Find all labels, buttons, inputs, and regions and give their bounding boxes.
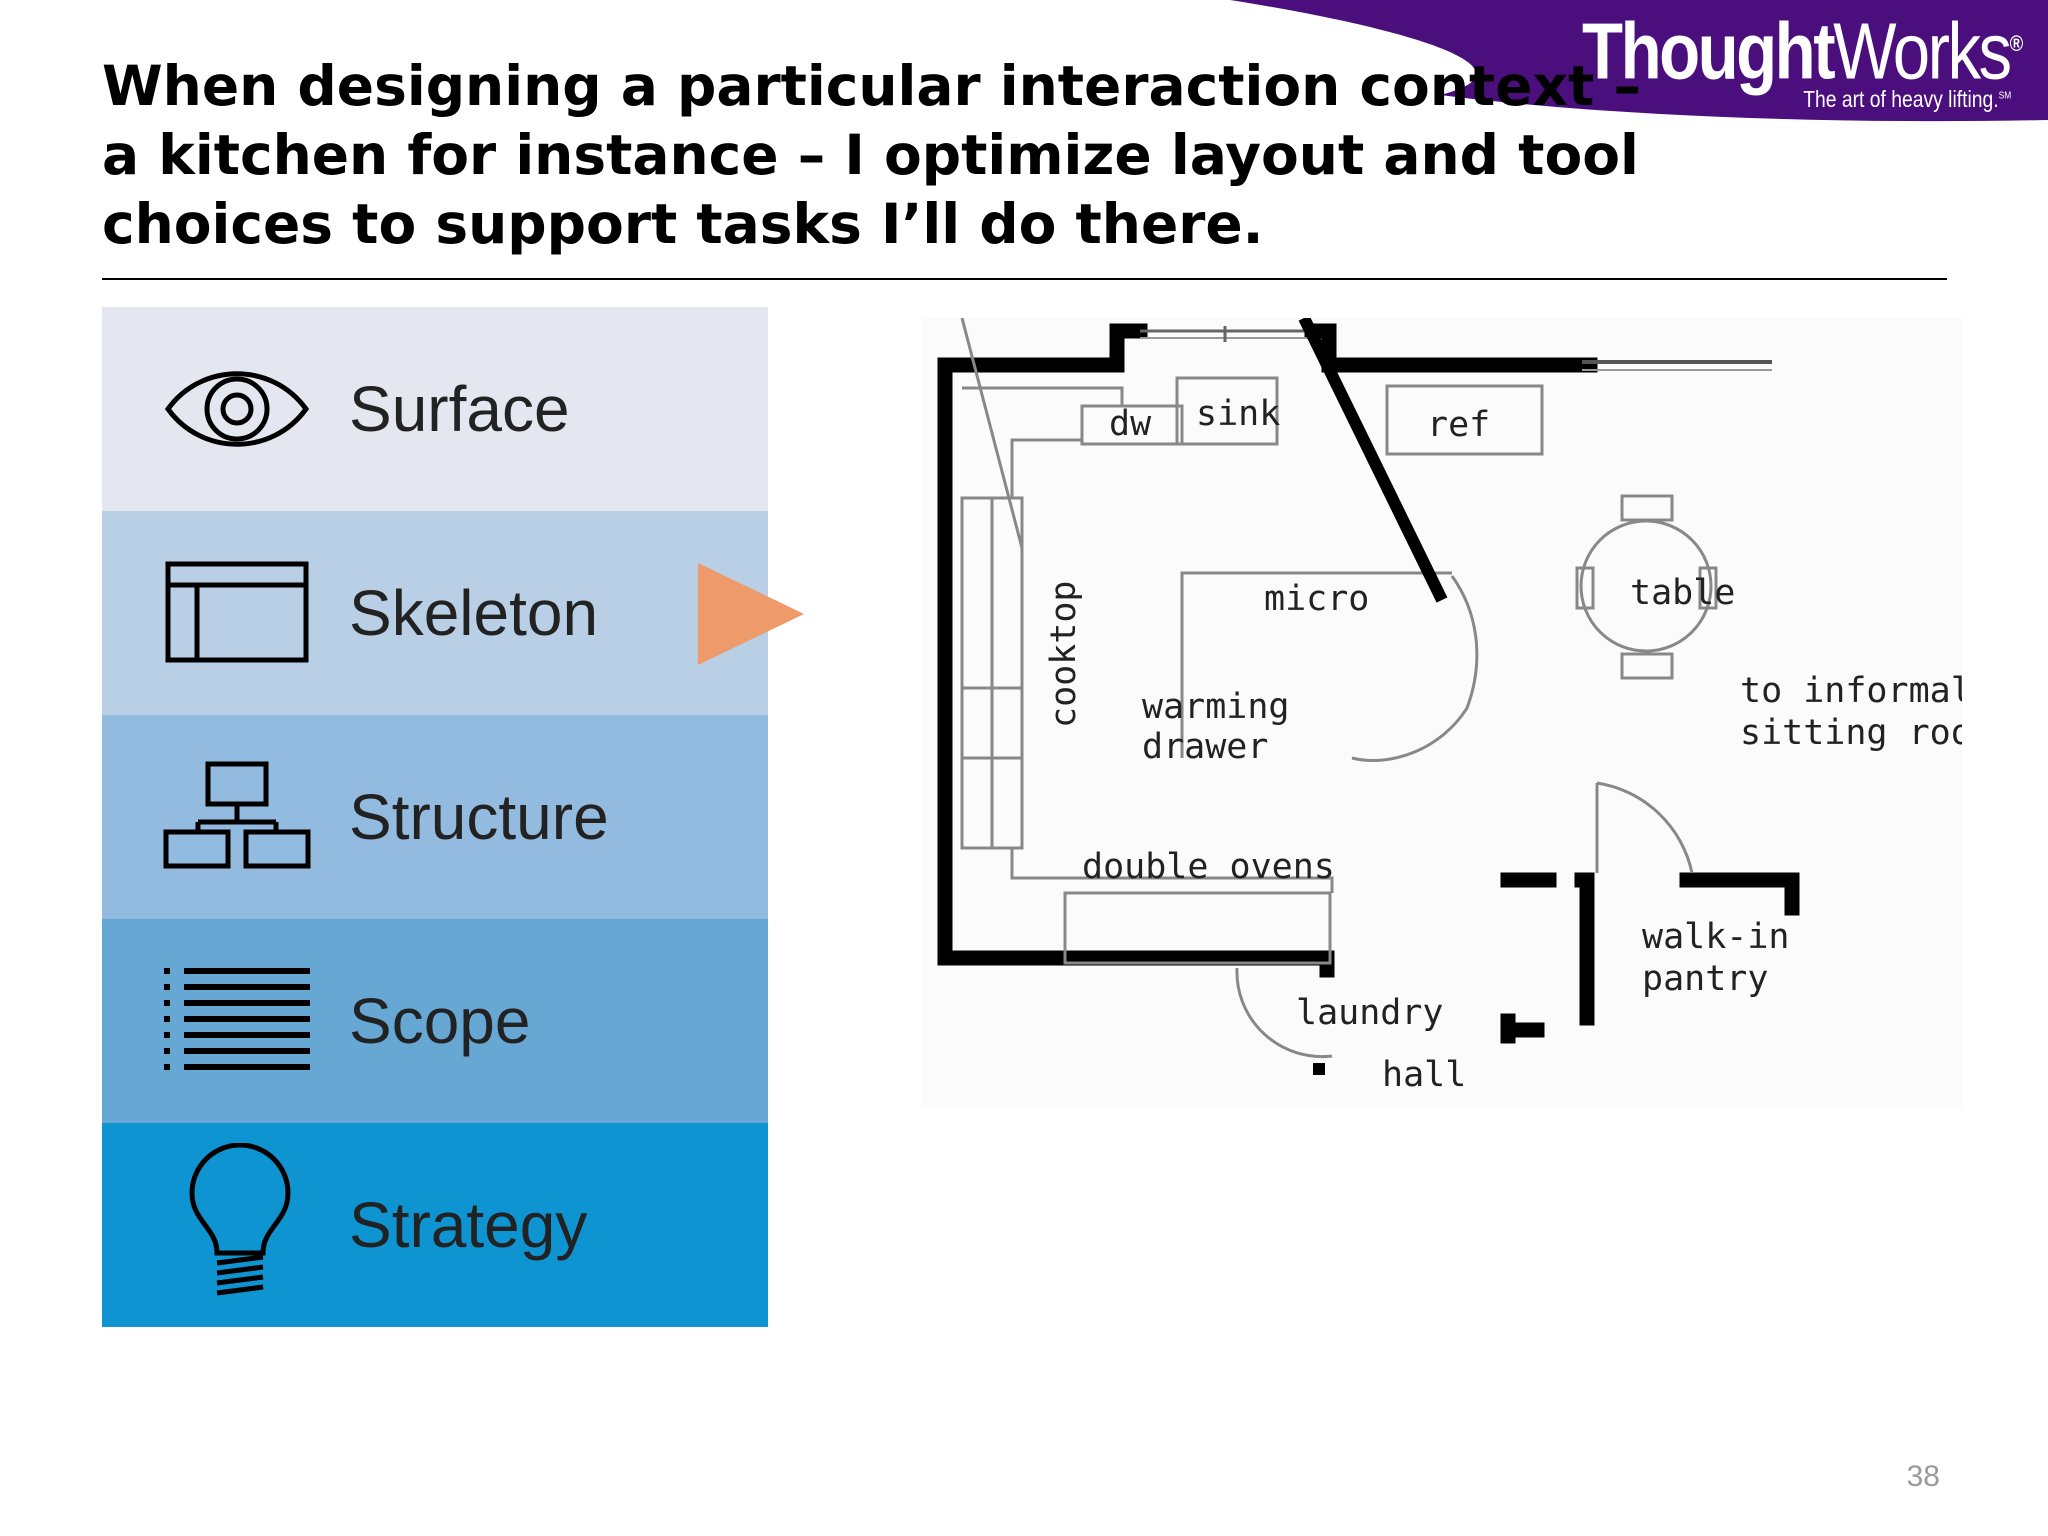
layer-structure: Structure [102, 715, 768, 919]
triangle-pointer-icon [698, 563, 804, 665]
brand-logo: ThoughtWorks® The art of heavy lifting.S… [1498, 2, 2023, 113]
label-pantry: pantry [1642, 959, 1768, 999]
ux-layer-stack: Surface Skeleton Structure [102, 307, 768, 1327]
brand-swoosh [1230, 0, 2048, 122]
layer-label-structure: Structure [349, 781, 609, 853]
label-warming: warming [1142, 687, 1290, 727]
layer-label-skeleton: Skeleton [349, 577, 599, 649]
label-informal-1: to informal [1740, 671, 1962, 711]
layer-label-strategy: Strategy [349, 1189, 588, 1261]
plan-fixtures [960, 318, 1718, 1059]
brand-name: ThoughtWorks® [1581, 6, 2023, 96]
label-sink: sink [1196, 394, 1280, 434]
layer-label-surface: Surface [349, 373, 570, 445]
label-dw: dw [1109, 404, 1152, 444]
label-ref: ref [1427, 405, 1490, 445]
layer-label-scope: Scope [349, 985, 531, 1057]
label-walk-in: walk-in [1642, 917, 1790, 957]
kitchen-floor-plan: dw sink ref table cooktop micro warming … [922, 318, 1962, 1108]
hierarchy-icon [163, 761, 311, 869]
plan-walls [937, 323, 1800, 1044]
label-drawer: drawer [1142, 727, 1268, 767]
layer-skeleton: Skeleton [102, 511, 768, 715]
brand-tagline: The art of heavy lifting.SM [1802, 85, 2011, 112]
layer-strategy: Strategy [102, 1123, 768, 1327]
title-divider [102, 278, 1947, 280]
list-icon [164, 968, 310, 1070]
wireframe-layout-icon [165, 561, 309, 663]
label-hall: hall [1382, 1055, 1466, 1095]
label-double-ovens: double ovens [1082, 847, 1335, 887]
lightbulb-icon [189, 1143, 291, 1296]
label-table: table [1630, 573, 1735, 613]
label-micro: micro [1264, 579, 1369, 619]
eye-icon [164, 371, 310, 447]
label-informal-2: sitting room [1740, 713, 1962, 753]
layer-surface: Surface [102, 307, 768, 511]
plan-labels: dw sink ref table cooktop micro warming … [1044, 394, 1962, 1095]
layer-scope: Scope [102, 919, 768, 1123]
slide-title: When designing a particular interaction … [102, 54, 1641, 256]
label-cooktop: cooktop [1044, 580, 1084, 728]
page-number: 38 [1906, 1460, 1940, 1493]
label-laundry: laundry [1296, 993, 1444, 1033]
